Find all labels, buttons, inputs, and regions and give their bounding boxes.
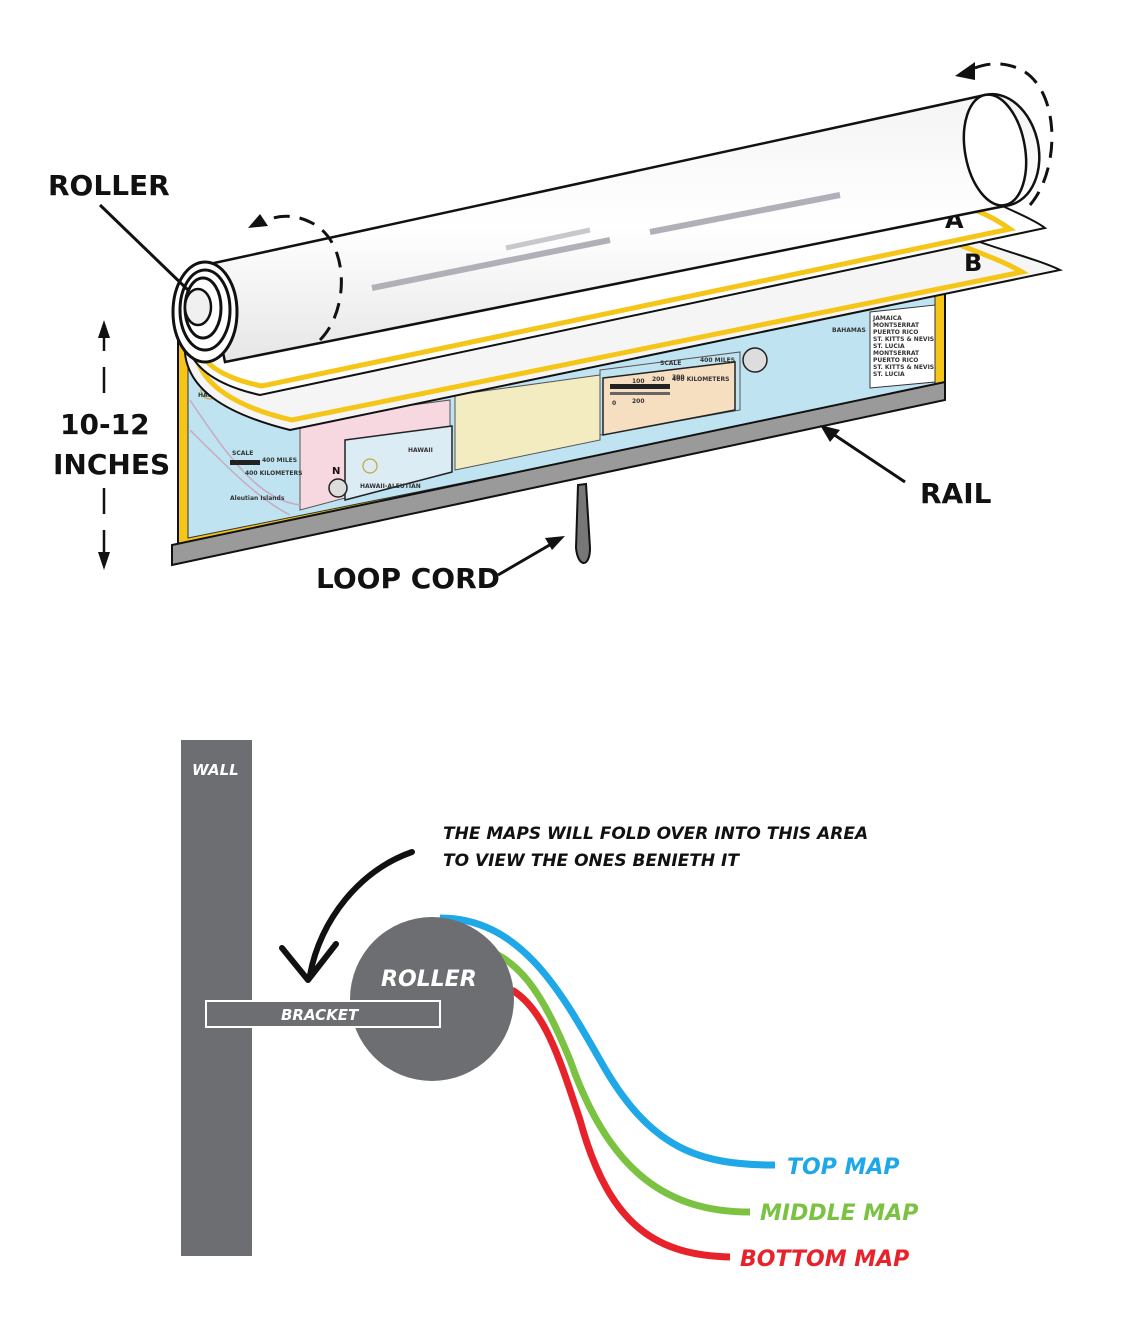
scale-tick-7: 400 KILOMETERS [672,376,729,383]
map-label-bahamas: BAHAMAS [832,327,866,334]
island-row: ST. LUCIA [873,343,905,350]
map-panel-mexico [454,374,601,471]
roller-circle [350,917,514,1081]
islands-table [869,304,936,389]
rotation-arrow-left [257,214,343,342]
islands-list: JAMAICA MONTSERRAT PUERTO RICO ST. KITTS… [872,315,934,378]
map-label-scale: SCALE [232,450,253,457]
fold-note-line2: TO VIEW THE ONES BENIETH IT [443,851,740,871]
map-b-label: B [964,249,982,277]
map-sheet-b [183,233,1064,432]
island-row: MONTSERRAT [873,322,920,329]
scale-tick-5: 0 [612,400,616,407]
loop-cord-label: LOOP CORD [316,562,500,595]
roller-label: ROLLER [48,169,170,202]
top-map-label: TOP MAP [787,1155,900,1180]
wall [181,740,252,1256]
compass-icon [742,347,768,373]
roller-highlight [371,237,611,291]
map-label-aleutian-islands: Aleutian Islands [230,495,285,502]
loop-cord-pointer [497,541,554,577]
map-label-hawaii-aleutian-inset: HAWAII-ALEUTIAN [360,483,421,490]
roller-circle-label: ROLLER [381,967,477,992]
scale-tick-2: 200 [652,376,665,383]
loop-cord[interactable] [574,482,592,564]
map-label-scale-2: SCALE [660,360,681,367]
scale-tick-3: 300 [672,374,685,381]
hawaii-inset [344,425,453,501]
island-row: PUERTO RICO [873,357,918,364]
roller-pointer [98,203,190,292]
map-label-miles: 400 MILES [262,457,297,464]
scale-tick-1: 100 [632,378,645,385]
bracket [205,1000,441,1028]
bottom-map-curve [510,987,731,1261]
island-row: ST. KITTS & NEVIS [873,364,934,371]
roller-tube [203,92,1041,364]
map-label-kilometers: 400 KILOMETERS [245,470,302,477]
bottom-map-label: BOTTOM MAP [740,1247,909,1272]
scale-box [602,361,736,436]
fold-arrow-head [279,941,339,983]
rotation-arrow-right [969,62,1054,206]
height-label-line2: INCHES [53,448,170,481]
height-dimension [98,320,110,570]
middle-map-curve [464,941,751,1216]
middle-map-label: MIDDLE MAP [760,1201,918,1226]
north-marker: N [332,466,340,477]
top-map-curve [439,914,776,1169]
wall-label: WALL [192,761,239,779]
scale-tick-6: 200 [632,398,645,405]
rail-label: RAIL [920,477,992,510]
map-roller-illustration: HAWAII-ALEUTIAN HAWAII HAWAII-ALEUTIAN S… [48,62,1064,595]
map-label-hawaii: HAWAII [408,447,433,454]
compass-icon [328,478,348,498]
cross-section-diagram: WALL ROLLER BRACKET THE MAPS WILL FOLD O… [181,740,918,1272]
fold-note-line1: THE MAPS WILL FOLD OVER INTO THIS AREA [443,824,868,844]
bracket-label: BRACKET [281,1006,360,1024]
fold-arrow [307,849,415,978]
island-row: JAMAICA [872,315,902,322]
height-label-line1: 10-12 [60,408,150,441]
rail-pointer [829,430,906,484]
rail [171,380,946,567]
island-row: ST. LUCIA [873,371,905,378]
scale-tick-4: 400 MILES [700,357,735,364]
island-row: MONTSERRAT [873,350,920,357]
island-row: PUERTO RICO [873,329,918,336]
roller-end-cap [171,260,239,364]
island-row: ST. KITTS & NEVIS [873,336,934,343]
